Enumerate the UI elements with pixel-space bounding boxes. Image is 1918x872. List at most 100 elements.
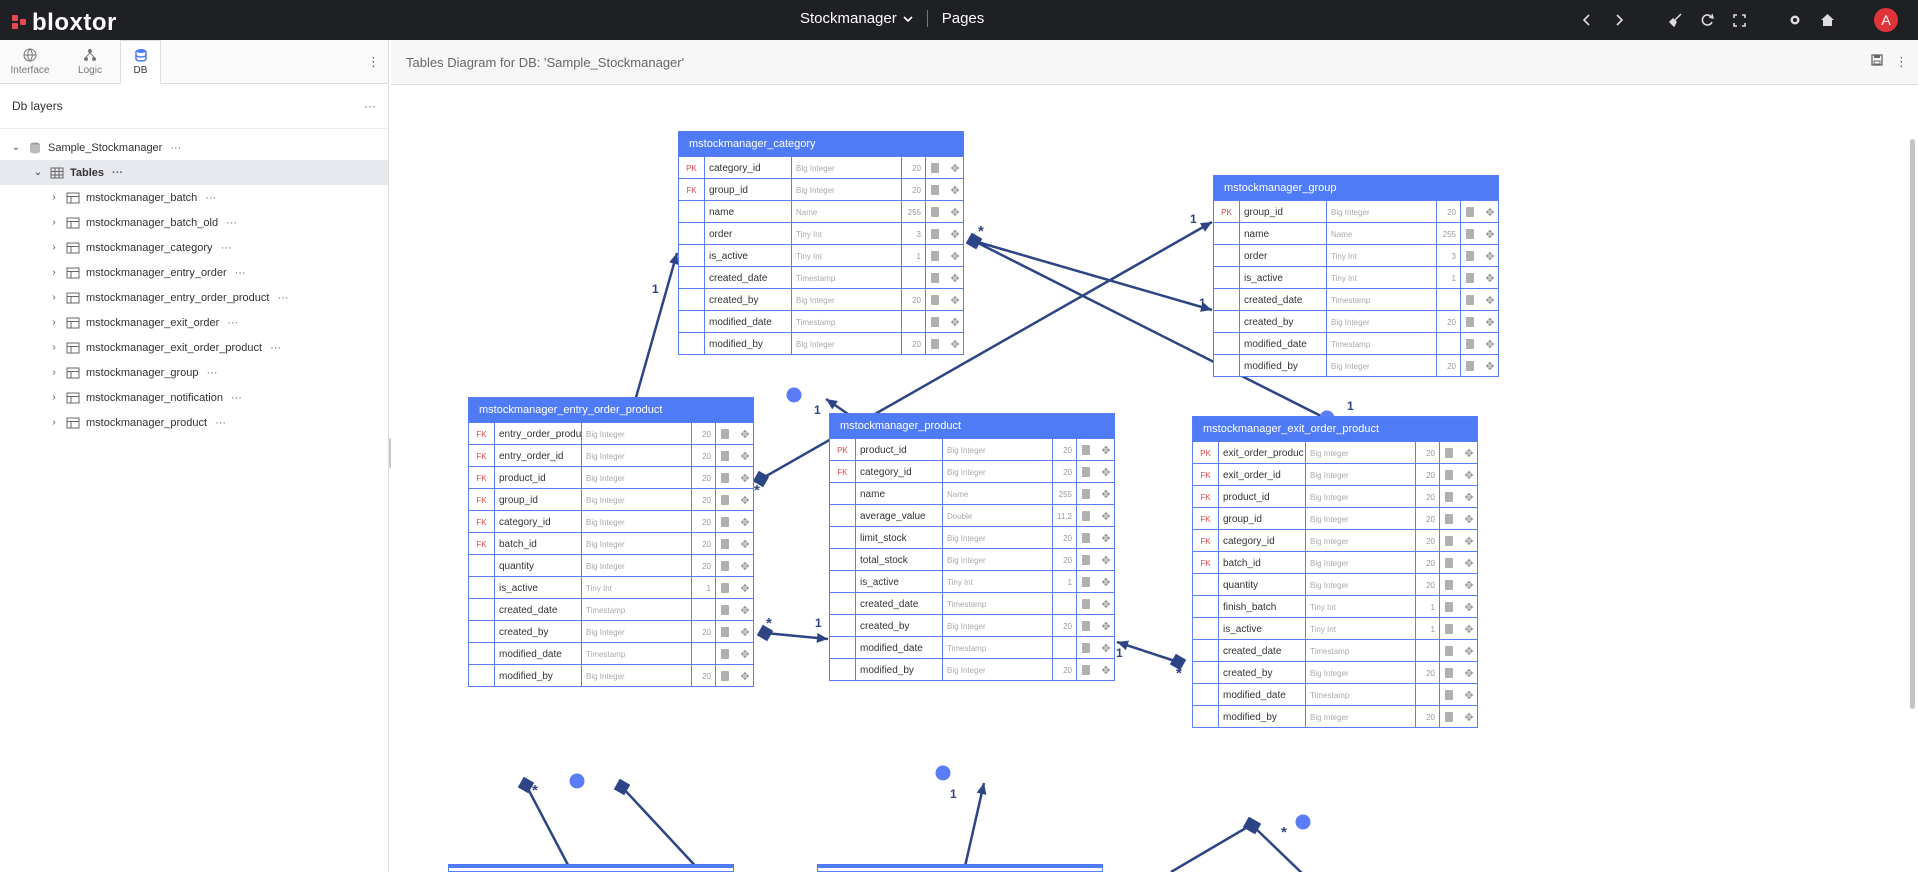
move-icon[interactable]: ✥ bbox=[1464, 667, 1474, 680]
column-size[interactable]: 20 bbox=[1416, 574, 1440, 596]
column-name[interactable]: category_id bbox=[856, 461, 943, 483]
column-type[interactable]: Timestamp bbox=[1327, 289, 1437, 311]
column-size[interactable] bbox=[1416, 640, 1440, 662]
column-name[interactable]: group_id bbox=[705, 179, 792, 201]
column-name[interactable]: is_active bbox=[1240, 267, 1327, 289]
column-size[interactable]: 3 bbox=[902, 223, 926, 245]
column-type[interactable]: Tiny Int bbox=[943, 571, 1053, 593]
column-type[interactable]: Big Integer bbox=[943, 615, 1053, 637]
column-size[interactable] bbox=[902, 267, 926, 289]
trash-icon[interactable] bbox=[1445, 514, 1454, 524]
trash-icon[interactable] bbox=[931, 207, 940, 217]
fullscreen-icon[interactable] bbox=[1730, 11, 1748, 29]
column-type[interactable]: Big Integer bbox=[1306, 508, 1416, 530]
column-type[interactable]: Big Integer bbox=[582, 555, 692, 577]
column-name[interactable]: quantity bbox=[1219, 574, 1306, 596]
column-name[interactable]: average_value bbox=[856, 505, 943, 527]
relation-line[interactable] bbox=[1252, 825, 1333, 872]
column-size[interactable]: 20 bbox=[902, 289, 926, 311]
move-icon[interactable]: ✥ bbox=[1464, 689, 1474, 702]
column-type[interactable]: Timestamp bbox=[582, 643, 692, 665]
move-icon[interactable]: ✥ bbox=[1485, 250, 1495, 263]
relation-many-marker[interactable] bbox=[965, 232, 983, 250]
trash-icon[interactable] bbox=[1445, 580, 1454, 590]
column-size[interactable]: 20 bbox=[1416, 530, 1440, 552]
db-layers-menu-icon[interactable]: ··· bbox=[364, 99, 376, 113]
column-name[interactable]: finish_batch bbox=[1219, 596, 1306, 618]
app-logo[interactable]: bloxtor bbox=[12, 9, 117, 37]
column-size[interactable]: 20 bbox=[1416, 662, 1440, 684]
move-icon[interactable]: ✥ bbox=[740, 604, 750, 617]
column-name[interactable]: quantity bbox=[495, 555, 582, 577]
column-size[interactable]: 1 bbox=[1416, 596, 1440, 618]
trash-icon[interactable] bbox=[1082, 599, 1091, 609]
chevron-right-icon[interactable]: › bbox=[52, 267, 56, 278]
column-name[interactable]: is_active bbox=[705, 245, 792, 267]
trash-icon[interactable] bbox=[1466, 295, 1475, 305]
column-name[interactable]: is_active bbox=[1219, 618, 1306, 640]
trash-icon[interactable] bbox=[1082, 643, 1091, 653]
column-name[interactable]: limit_stock bbox=[856, 527, 943, 549]
move-icon[interactable]: ✥ bbox=[1485, 206, 1495, 219]
trash-icon[interactable] bbox=[1466, 273, 1475, 283]
tree-table-item[interactable]: ›mstockmanager_exit_order_product··· bbox=[0, 335, 388, 360]
column-size[interactable]: 20 bbox=[1416, 486, 1440, 508]
trash-icon[interactable] bbox=[1445, 712, 1454, 722]
column-name[interactable]: modified_by bbox=[1219, 706, 1306, 728]
tab-logic[interactable]: Logic bbox=[60, 40, 120, 84]
trash-icon[interactable] bbox=[1445, 602, 1454, 612]
move-icon[interactable]: ✥ bbox=[950, 162, 960, 175]
move-icon[interactable]: ✥ bbox=[1485, 316, 1495, 329]
forward-icon[interactable] bbox=[1610, 11, 1628, 29]
connector-handle[interactable] bbox=[1295, 814, 1311, 830]
trash-icon[interactable] bbox=[1445, 492, 1454, 502]
more-icon[interactable]: ··· bbox=[170, 141, 182, 154]
column-name[interactable]: category_id bbox=[705, 157, 792, 179]
trash-icon[interactable] bbox=[721, 561, 730, 571]
table-card[interactable] bbox=[448, 864, 734, 872]
column-name[interactable]: created_by bbox=[705, 289, 792, 311]
column-type[interactable]: Big Integer bbox=[582, 489, 692, 511]
chevron-right-icon[interactable]: › bbox=[52, 342, 56, 353]
column-type[interactable]: Big Integer bbox=[943, 461, 1053, 483]
trash-icon[interactable] bbox=[931, 185, 940, 195]
trash-icon[interactable] bbox=[1445, 624, 1454, 634]
column-name[interactable]: category_id bbox=[495, 511, 582, 533]
column-size[interactable]: 20 bbox=[692, 621, 716, 643]
trash-icon[interactable] bbox=[931, 251, 940, 261]
column-name[interactable]: modified_date bbox=[1240, 333, 1327, 355]
relation-many-marker[interactable] bbox=[756, 624, 774, 642]
column-size[interactable]: 20 bbox=[902, 157, 926, 179]
more-icon[interactable]: ··· bbox=[234, 266, 246, 279]
column-type[interactable]: Timestamp bbox=[943, 637, 1053, 659]
column-type[interactable]: Big Integer bbox=[792, 333, 902, 355]
column-name[interactable]: group_id bbox=[495, 489, 582, 511]
column-type[interactable]: Tiny Int bbox=[582, 577, 692, 599]
save-icon[interactable] bbox=[1871, 54, 1883, 66]
trash-icon[interactable] bbox=[721, 605, 730, 615]
column-size[interactable]: 20 bbox=[692, 533, 716, 555]
refresh-icon[interactable] bbox=[1698, 11, 1716, 29]
move-icon[interactable]: ✥ bbox=[950, 228, 960, 241]
trash-icon[interactable] bbox=[1082, 511, 1091, 521]
chevron-right-icon[interactable]: › bbox=[52, 217, 56, 228]
move-icon[interactable]: ✥ bbox=[1101, 532, 1111, 545]
column-type[interactable]: Timestamp bbox=[1327, 333, 1437, 355]
column-type[interactable]: Tiny Int bbox=[1306, 618, 1416, 640]
column-size[interactable]: 20 bbox=[692, 467, 716, 489]
move-icon[interactable]: ✥ bbox=[1464, 557, 1474, 570]
column-size[interactable]: 20 bbox=[692, 511, 716, 533]
